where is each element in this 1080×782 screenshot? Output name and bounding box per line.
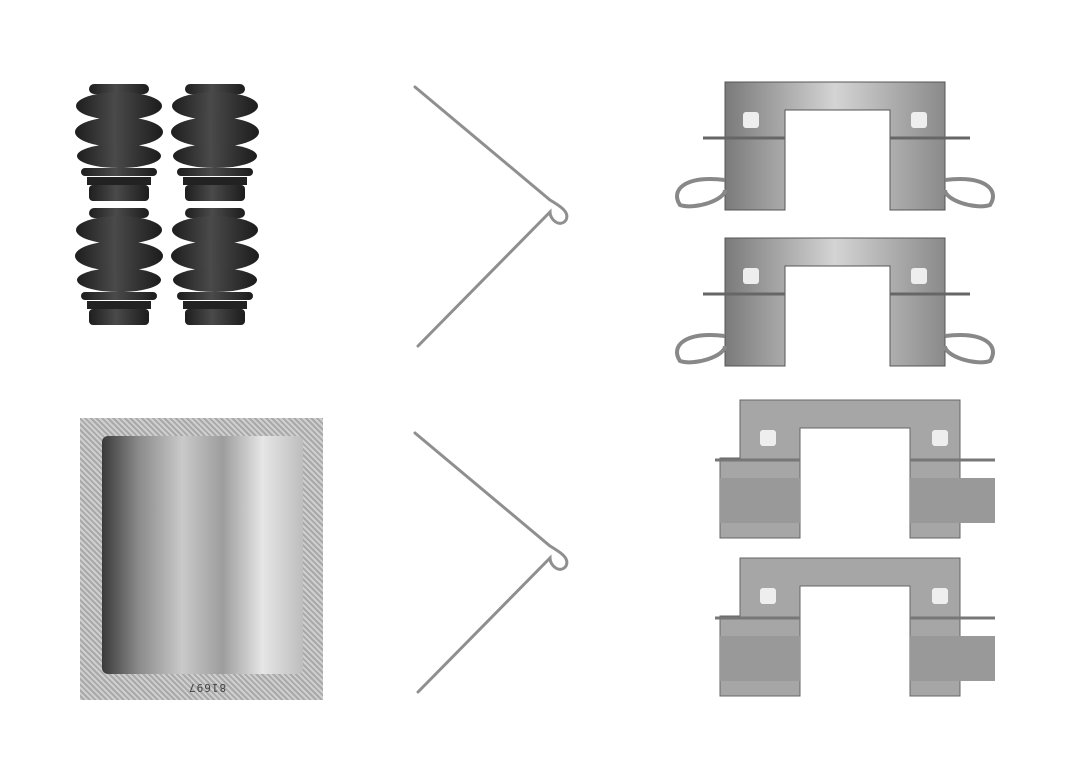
rubber-boot <box>171 208 259 325</box>
rubber-boot <box>171 84 259 201</box>
wire-spring-top <box>413 85 569 348</box>
sachet-inner <box>102 436 303 674</box>
rubber-boot <box>75 84 163 201</box>
sachet-label: 81697 <box>188 681 227 694</box>
pad-clips <box>713 398 997 698</box>
wire-spring-bottom <box>413 431 569 694</box>
pad-clips-with-springs <box>675 80 995 368</box>
grease-sachet: 81697 <box>80 418 323 700</box>
rubber-boots-group <box>75 84 259 325</box>
rubber-boot <box>75 208 163 325</box>
